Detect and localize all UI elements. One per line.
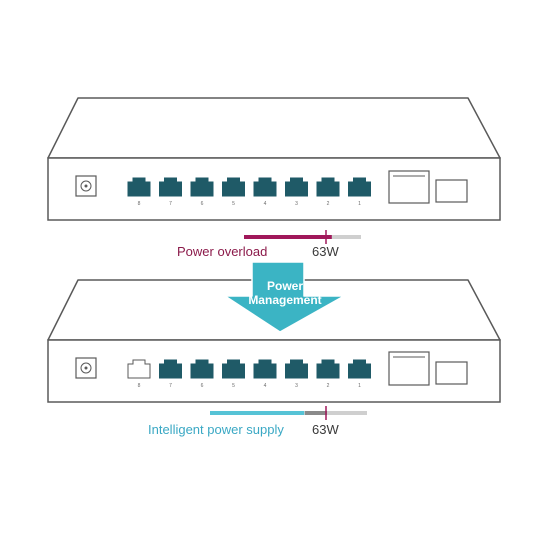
top-power-bar-fill — [244, 235, 332, 239]
bottom-port-8-label: 8 — [138, 383, 141, 389]
bottom-port-3 — [285, 359, 308, 379]
bottom-port-4 — [253, 359, 277, 379]
top-port-4-label: 4 — [264, 201, 267, 207]
bottom-power-jack-pin — [84, 366, 88, 370]
top-port-1-label: 1 — [358, 201, 361, 207]
top-power-value: 63W — [312, 244, 339, 259]
bottom-power-bar — [210, 406, 367, 420]
bottom-port-5 — [222, 359, 245, 379]
top-port-group: 8 7 6 5 4 3 2 1 — [127, 177, 371, 207]
top-power-jack-pin — [84, 184, 88, 188]
bottom-power-label: Intelligent power supply — [148, 422, 284, 437]
bottom-port-2-label: 2 — [327, 383, 330, 389]
top-port-1 — [348, 177, 371, 197]
top-port-6 — [190, 177, 214, 197]
top-power-bar — [244, 230, 361, 244]
top-switch: 8 7 6 5 4 3 2 1 — [47, 97, 501, 221]
top-port-3 — [285, 177, 308, 197]
bottom-power-bar-fill — [210, 411, 305, 415]
top-port-5 — [222, 177, 245, 197]
bottom-port-1 — [348, 359, 371, 379]
top-port-2-label: 2 — [327, 201, 330, 207]
top-port-8 — [127, 177, 151, 197]
bottom-port-7-label: 7 — [169, 383, 172, 389]
bottom-power-jack-hole — [80, 362, 92, 374]
top-port-8-label: 8 — [138, 201, 141, 207]
power-management-arrow — [224, 261, 345, 333]
arrow-label-line2: Management — [248, 293, 322, 307]
top-port-4 — [253, 177, 277, 197]
bottom-port-6-label: 6 — [201, 383, 204, 389]
bottom-port-6 — [190, 359, 214, 379]
bottom-port-1-label: 1 — [358, 383, 361, 389]
top-port-7-label: 7 — [169, 201, 172, 207]
bottom-port-2 — [316, 359, 340, 379]
bottom-port-8 — [127, 359, 151, 379]
bottom-port-group: 8 7 6 5 4 3 2 1 — [127, 359, 371, 389]
top-sfp-port-2 — [435, 179, 468, 203]
bottom-power-value: 63W — [312, 422, 339, 437]
top-power-jack-hole — [80, 180, 92, 192]
top-port-5-label: 5 — [232, 201, 235, 207]
bottom-power-bar-overrun — [305, 411, 327, 415]
top-switch-lid — [47, 97, 501, 159]
top-port-7 — [159, 177, 182, 197]
bottom-port-3-label: 3 — [295, 383, 298, 389]
bottom-sfp-port-2 — [435, 361, 468, 385]
bottom-port-5-label: 5 — [232, 383, 235, 389]
top-port-2 — [316, 177, 340, 197]
bottom-port-4-label: 4 — [264, 383, 267, 389]
top-port-6-label: 6 — [201, 201, 204, 207]
arrow-label-line1: Power — [266, 279, 303, 293]
top-port-3-label: 3 — [295, 201, 298, 207]
bottom-port-7 — [159, 359, 182, 379]
top-power-label: Power overload — [177, 244, 268, 259]
